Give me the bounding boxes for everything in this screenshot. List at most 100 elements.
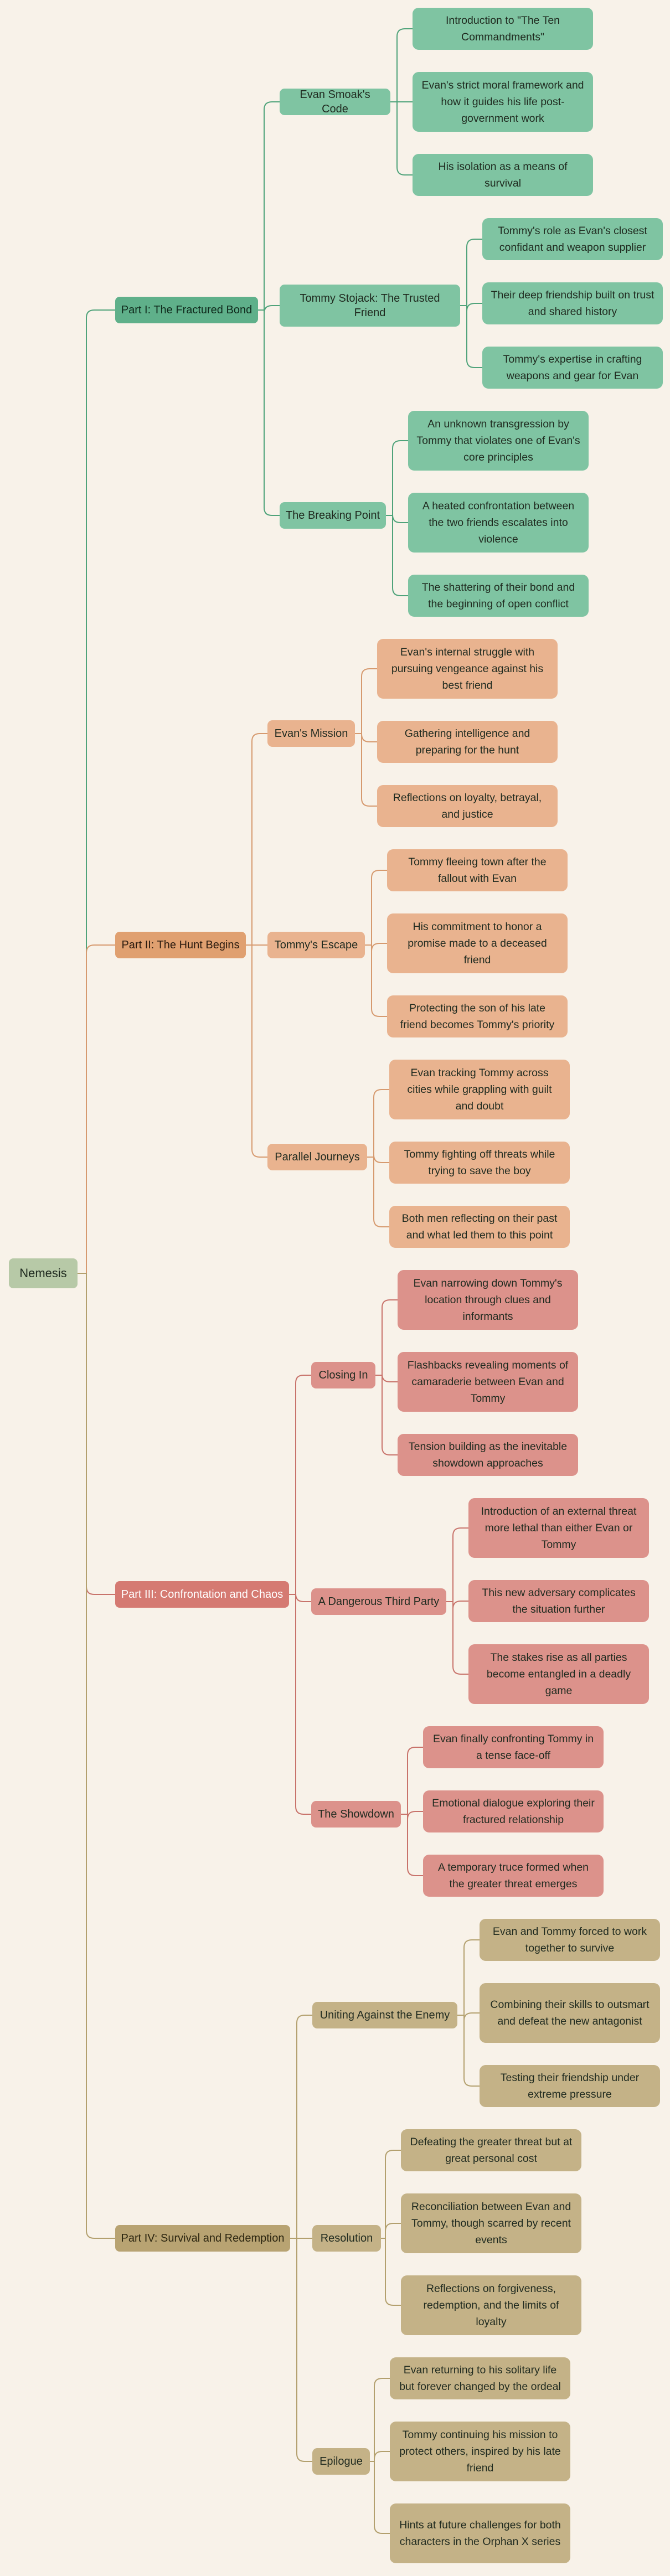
part-4-section-2-node-label: Resolution xyxy=(320,2232,373,2244)
part-4-node-label: Part IV: Survival and Redemption xyxy=(121,2232,285,2244)
part-4-section-2-point-3-node[interactable]: Reflections on forgiveness, redemption, … xyxy=(401,2275,581,2335)
part-2-section-2-point-1-node-label: Tommy fleeing town after the fallout wit… xyxy=(408,856,547,885)
part-2-section-2-node-label: Tommy's Escape xyxy=(274,938,358,951)
connector-section-2-1-point-2 xyxy=(355,733,377,742)
part-4-section-3-point-1-node-label: Evan returning to his solitary life but … xyxy=(399,2364,561,2393)
part-2-section-1-point-3-node-label: Reflections on loyalty, betrayal, and ju… xyxy=(393,792,542,820)
connector-section-2-1-point-1 xyxy=(355,668,377,734)
part-4-section-3-point-1-node[interactable]: Evan returning to his solitary life but … xyxy=(390,2357,570,2399)
connector-section-4-2-point-3 xyxy=(381,2238,401,2306)
part-4-section-1-point-1-node[interactable]: Evan and Tommy forced to work together t… xyxy=(480,1919,660,1961)
part-3-section-2-point-3-node[interactable]: The stakes rise as all parties become en… xyxy=(468,1644,649,1704)
part-3-node[interactable]: Part III: Confrontation and Chaos xyxy=(115,1581,289,1608)
part-3-section-3-point-1-node[interactable]: Evan finally confronting Tommy in a tens… xyxy=(423,1726,604,1768)
part-2-section-1-point-1-node-label: Evan's internal struggle with pursuing v… xyxy=(391,646,544,691)
part-2-section-1-point-1-node[interactable]: Evan's internal struggle with pursuing v… xyxy=(377,639,558,699)
part-3-section-1-node[interactable]: Closing In xyxy=(311,1362,375,1388)
connector-section-3-2-point-2 xyxy=(446,1601,468,1609)
part-4-section-1-point-3-node[interactable]: Testing their friendship under extreme p… xyxy=(480,2065,660,2107)
part-1-section-3-node[interactable]: The Breaking Point xyxy=(280,502,386,529)
part-4-section-2-point-1-node-label: Defeating the greater threat but at grea… xyxy=(410,2136,573,2165)
part-3-section-1-point-1-node[interactable]: Evan narrowing down Tommy's location thr… xyxy=(398,1270,578,1330)
part-1-section-1-point-3-node[interactable]: His isolation as a means of survival xyxy=(413,154,593,196)
part-4-section-1-node[interactable]: Uniting Against the Enemy xyxy=(312,2002,457,2028)
part-2-section-3-point-1-node[interactable]: Evan tracking Tommy across cities while … xyxy=(389,1060,570,1119)
part-2-section-2-point-1-node[interactable]: Tommy fleeing town after the fallout wit… xyxy=(387,849,568,891)
connector-section-2-3-point-3 xyxy=(367,1157,389,1227)
part-1-section-2-point-1-node-label: Tommy's role as Evan's closest confidant… xyxy=(498,225,647,254)
part-3-section-3-node-label: The Showdown xyxy=(318,1808,394,1820)
part-4-section-2-point-3-node-label: Reflections on forgiveness, redemption, … xyxy=(423,2283,559,2328)
part-3-node-label: Part III: Confrontation and Chaos xyxy=(121,1588,284,1601)
connector-section-2-2-point-3 xyxy=(365,944,387,1017)
connector-section-4-2-point-1 xyxy=(381,2150,401,2239)
connector-section-1-2-point-3 xyxy=(460,305,482,368)
root-node[interactable]: Nemesis xyxy=(9,1258,78,1288)
part-1-section-1-point-1-node[interactable]: Introduction to "The Ten Commandments" xyxy=(413,8,593,50)
connector-section-3-1-point-1 xyxy=(375,1299,398,1376)
part-2-node[interactable]: Part II: The Hunt Begins xyxy=(115,932,246,958)
connector-section-2-3-point-2 xyxy=(367,1154,389,1163)
part-2-section-1-point-2-node[interactable]: Gathering intelligence and preparing for… xyxy=(377,721,558,763)
part-1-section-2-point-3-node[interactable]: Tommy's expertise in crafting weapons an… xyxy=(482,347,663,389)
part-2-section-1-point-3-node[interactable]: Reflections on loyalty, betrayal, and ju… xyxy=(377,785,558,827)
part-3-section-3-point-1-node-label: Evan finally confronting Tommy in a tens… xyxy=(432,1733,594,1762)
part-3-section-3-point-2-node-label: Emotional dialogue exploring their fract… xyxy=(432,1797,595,1826)
part-1-section-3-point-3-node[interactable]: The shattering of their bond and the beg… xyxy=(408,575,589,617)
part-4-section-2-point-1-node[interactable]: Defeating the greater threat but at grea… xyxy=(401,2129,581,2171)
part-1-node-label: Part I: The Fractured Bond xyxy=(121,303,252,316)
part-2-section-3-point-2-node[interactable]: Tommy fighting off threats while trying … xyxy=(389,1142,570,1184)
connector-section-1-3-point-2 xyxy=(386,514,408,523)
part-1-section-2-node[interactable]: Tommy Stojack: The Trusted Friend xyxy=(280,285,460,327)
part-4-section-3-point-2-node[interactable]: Tommy continuing his mission to protect … xyxy=(390,2422,570,2481)
part-4-section-2-point-2-node[interactable]: Reconciliation between Evan and Tommy, t… xyxy=(401,2193,581,2253)
root-node-label: Nemesis xyxy=(19,1266,67,1281)
part-1-section-3-point-3-node-label: The shattering of their bond and the beg… xyxy=(421,581,575,610)
part-3-section-1-point-2-node[interactable]: Flashbacks revealing moments of camarade… xyxy=(398,1352,578,1412)
part-3-section-1-point-3-node[interactable]: Tension building as the inevitable showd… xyxy=(398,1434,578,1476)
part-1-section-1-point-2-node[interactable]: Evan's strict moral framework and how it… xyxy=(413,72,593,132)
connector-section-4-2-point-2 xyxy=(381,2223,401,2239)
connector-section-1-2-point-1 xyxy=(460,239,482,306)
connector-part-4-section-3 xyxy=(290,2238,312,2462)
part-3-section-2-point-2-node[interactable]: This new adversary complicates the situa… xyxy=(468,1580,649,1622)
part-1-section-3-point-1-node[interactable]: An unknown transgression by Tommy that v… xyxy=(408,411,589,471)
part-2-section-3-point-3-node[interactable]: Both men reflecting on their past and wh… xyxy=(389,1206,570,1248)
part-2-section-1-node[interactable]: Evan's Mission xyxy=(267,720,355,747)
part-1-section-1-node[interactable]: Evan Smoak's Code xyxy=(280,89,390,115)
part-4-section-2-node[interactable]: Resolution xyxy=(312,2225,381,2252)
part-3-section-3-point-3-node-label: A temporary truce formed when the greate… xyxy=(437,1861,589,1890)
part-1-section-1-point-2-node-label: Evan's strict moral framework and how it… xyxy=(421,79,584,125)
part-3-section-2-point-1-node[interactable]: Introduction of an external threat more … xyxy=(468,1498,649,1558)
part-1-section-1-point-1-node-label: Introduction to "The Ten Commandments" xyxy=(445,14,560,43)
part-3-section-2-point-2-node-label: This new adversary complicates the situa… xyxy=(482,1587,636,1615)
part-3-section-2-node[interactable]: A Dangerous Third Party xyxy=(311,1588,446,1615)
part-1-section-2-point-2-node[interactable]: Their deep friendship built on trust and… xyxy=(482,282,663,324)
part-4-node[interactable]: Part IV: Survival and Redemption xyxy=(115,2225,290,2252)
part-2-section-3-node[interactable]: Parallel Journeys xyxy=(267,1144,367,1170)
connector-section-3-3-point-3 xyxy=(401,1814,423,1876)
part-2-section-2-point-2-node[interactable]: His commitment to honor a promise made t… xyxy=(387,913,568,973)
part-2-section-3-point-2-node-label: Tommy fighting off threats while trying … xyxy=(404,1148,555,1177)
part-1-section-2-node-label: Tommy Stojack: The Trusted Friend xyxy=(300,292,440,319)
part-1-section-3-point-2-node[interactable]: A heated confrontation between the two f… xyxy=(408,493,589,553)
part-3-section-1-point-1-node-label: Evan narrowing down Tommy's location thr… xyxy=(413,1277,563,1323)
part-4-section-3-point-3-node[interactable]: Hints at future challenges for both char… xyxy=(390,2503,570,2563)
part-2-section-2-node[interactable]: Tommy's Escape xyxy=(267,932,365,958)
part-3-section-3-point-2-node[interactable]: Emotional dialogue exploring their fract… xyxy=(423,1790,604,1832)
connector-section-4-3-point-2 xyxy=(370,2451,390,2462)
part-3-section-3-point-3-node[interactable]: A temporary truce formed when the greate… xyxy=(423,1855,604,1897)
part-1-node[interactable]: Part I: The Fractured Bond xyxy=(115,297,258,323)
connector-part-3-section-2 xyxy=(289,1593,311,1602)
connector-section-1-3-point-1 xyxy=(386,440,408,516)
connector-section-1-3-point-3 xyxy=(386,515,408,596)
part-2-section-2-point-3-node[interactable]: Protecting the son of his late friend be… xyxy=(387,995,568,1037)
part-3-section-3-node[interactable]: The Showdown xyxy=(311,1801,401,1828)
part-4-section-3-point-2-node-label: Tommy continuing his mission to protect … xyxy=(399,2429,561,2474)
part-4-section-3-node[interactable]: Epilogue xyxy=(312,2448,370,2475)
part-4-section-1-point-1-node-label: Evan and Tommy forced to work together t… xyxy=(492,1925,647,1954)
part-1-section-2-point-1-node[interactable]: Tommy's role as Evan's closest confidant… xyxy=(482,218,663,260)
part-4-section-1-point-2-node[interactable]: Combining their skills to outsmart and d… xyxy=(480,1983,660,2043)
part-4-section-1-point-2-node-label: Combining their skills to outsmart and d… xyxy=(490,1999,650,2027)
